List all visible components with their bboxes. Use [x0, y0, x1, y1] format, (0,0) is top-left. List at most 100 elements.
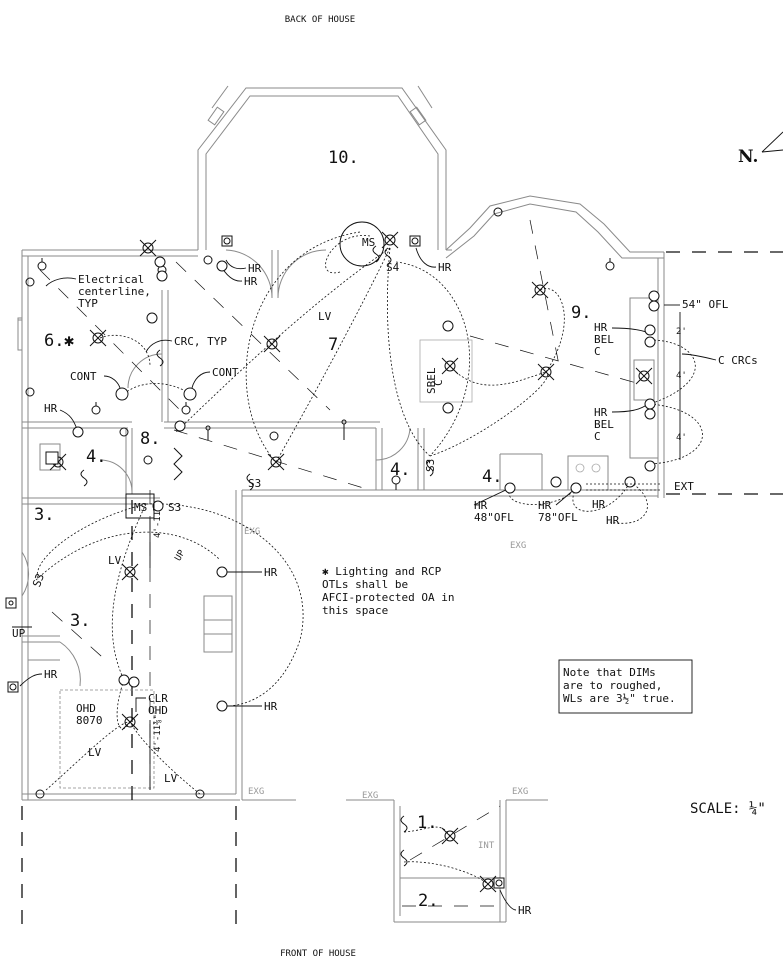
dim-r2-label: 4': [676, 371, 687, 381]
switch-icon: [80, 469, 88, 487]
hr-label-5: HR: [264, 566, 278, 579]
room-6-star: ✱: [64, 331, 74, 351]
outlet-icon: [7, 681, 19, 693]
ohd-door-label: OHD: [76, 702, 96, 715]
room-9-label: 9.: [571, 303, 591, 323]
room-3a-label: 3.: [34, 505, 54, 525]
outlet-icon: [570, 482, 582, 494]
dim-b-label: 4'-11⅜": [153, 714, 163, 752]
exg-label-4: EXG: [362, 791, 378, 801]
outlet-icon: [156, 270, 168, 282]
clr-label: CLR: [148, 692, 168, 705]
afci-note-line-1: ✱ Lighting and RCP: [322, 565, 442, 578]
outlet-icon: [550, 476, 562, 488]
electrical-label-3: TYP: [78, 297, 98, 310]
hr-label-11: HR: [474, 499, 488, 512]
outlet-icon: [152, 500, 164, 512]
wall-light-icon: [181, 402, 191, 415]
exg-label-1: EXG: [244, 527, 260, 537]
ceiling-light-icon: [381, 231, 399, 249]
hr-label-10: HR: [594, 406, 608, 419]
ceiling-light-icon: [121, 713, 139, 731]
note-line-2: are to roughed,: [563, 679, 662, 692]
exg-label-5: EXG: [512, 787, 528, 797]
room-4a-label: 4.: [86, 447, 106, 467]
bel-label-1: BEL: [594, 333, 614, 346]
outlet-icon: [146, 312, 158, 324]
up-arrow-icon: [205, 425, 211, 440]
sbel-label-2: C: [432, 379, 445, 386]
room-7-label: 7: [328, 335, 338, 355]
ceiling-light-icon: [531, 281, 549, 299]
wall-light-icon: [203, 255, 213, 265]
wall-light-icon: [605, 258, 615, 271]
ceiling-light-icon: [537, 363, 555, 381]
ceiling-light-icon: [635, 367, 653, 385]
cont-right-label: CONT: [212, 366, 239, 379]
wall-light-icon: [143, 455, 153, 465]
room-4b-label: 4.: [390, 460, 410, 480]
outer-walls: [17, 249, 665, 801]
outlet-icon: [644, 408, 656, 420]
switch-icon: [372, 245, 380, 263]
outlet-icon: [216, 700, 228, 712]
hr-label-8: HR: [518, 904, 532, 917]
room-6-label: 6.: [44, 331, 64, 351]
hr78-label: 78"OFL: [538, 511, 578, 524]
wall-light-icon: [119, 427, 129, 437]
wall-light-icon: [37, 258, 47, 271]
wall-light-icon: [391, 475, 401, 490]
exg-label-3: EXG: [248, 787, 264, 797]
lv-label-3: LV: [88, 746, 102, 759]
switch-icon: [156, 349, 164, 367]
lv-label-2: LV: [108, 554, 122, 567]
ceiling-light-icon: [139, 239, 157, 257]
crc-typ-label: CRC, TYP: [174, 335, 227, 348]
s3-label-2: S3: [248, 477, 261, 490]
outlet-icon: [409, 235, 421, 247]
s3-label-3: S3: [424, 459, 437, 472]
ofl54-label: 54" OFL: [682, 298, 729, 311]
exg-label-2: EXG: [510, 541, 526, 551]
wall-light-icon: [493, 207, 503, 217]
outlet-icon: [72, 426, 84, 438]
wall-light-icon: [25, 387, 35, 397]
thermostat-icon: [442, 402, 454, 414]
ceiling-light-icon: [89, 329, 107, 347]
wall-light-icon: [195, 789, 205, 799]
ohd-label: OHD: [148, 704, 168, 717]
front-of-house-label: FRONT OF HOUSE: [280, 949, 356, 959]
room-4c-label: 4.: [482, 467, 502, 487]
smoke-detector-icon: [183, 387, 197, 401]
up-label-2: UP: [173, 548, 187, 563]
outlet-icon: [644, 460, 656, 472]
lv-label-4: LV: [164, 772, 178, 785]
electrical-label-2: centerline,: [78, 285, 151, 298]
ceiling-light-icon: [441, 357, 459, 375]
switch-icon: [400, 815, 408, 833]
wall-light-icon: [91, 402, 101, 415]
garage-door-outline: [59, 689, 155, 789]
hr-label-3: HR: [438, 261, 452, 274]
dim-r1-label: 2': [676, 327, 687, 337]
wall-light-icon: [25, 277, 35, 287]
outlet-icon: [221, 235, 233, 247]
outlet-icon: [648, 300, 660, 312]
hr-label-4: HR: [44, 402, 58, 415]
switch-icon: [384, 247, 392, 265]
ms-label-2: MS: [134, 501, 147, 514]
hr-label-6: HR: [264, 700, 278, 713]
hr-label-14: HR: [606, 514, 620, 527]
bay-window-walls: [197, 85, 447, 250]
outlet-icon: [128, 676, 140, 688]
cont-left-label: CONT: [70, 370, 97, 383]
note-box: [558, 659, 693, 714]
afci-note-line-2: OTLs shall be: [322, 578, 408, 591]
c-crcs-label: C CRCs: [718, 354, 758, 367]
north-arrow-label: N.: [738, 147, 758, 167]
outlet-icon: [154, 256, 166, 268]
fixtures: [5, 207, 660, 893]
outlet-icon: [644, 324, 656, 336]
ceiling-light-icon: [121, 563, 139, 581]
